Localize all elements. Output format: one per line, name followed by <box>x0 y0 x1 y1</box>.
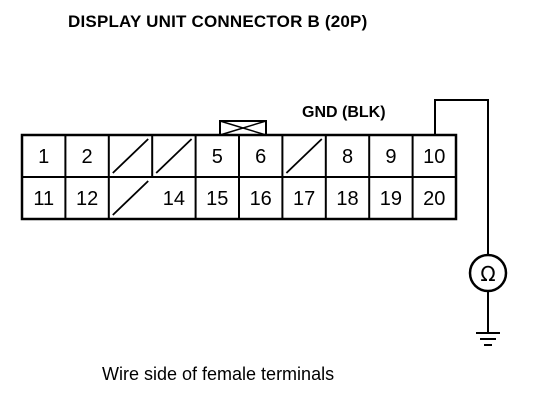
terminal-19: 19 <box>380 188 402 210</box>
empty-cavity-slash <box>155 138 193 174</box>
terminal-1: 1 <box>38 146 49 168</box>
terminal-17: 17 <box>293 188 315 210</box>
empty-cavity-slash <box>112 138 149 174</box>
diagram-caption: Wire side of female terminals <box>102 364 335 384</box>
meter-symbol: Ω <box>480 262 495 286</box>
terminal-2: 2 <box>82 146 93 168</box>
terminal-14: 14 <box>163 188 185 210</box>
terminal-12: 12 <box>76 188 98 210</box>
terminal-15: 15 <box>206 188 228 210</box>
test-wire <box>434 99 489 255</box>
terminal-16: 16 <box>250 188 272 210</box>
terminal-10: 10 <box>423 146 445 168</box>
diagram-title: DISPLAY UNIT CONNECTOR B (20P) <box>68 12 368 31</box>
terminal-5: 5 <box>212 146 223 168</box>
ohmmeter-icon: Ω <box>468 253 508 293</box>
terminal-18: 18 <box>336 188 358 210</box>
ground-icon <box>476 332 500 346</box>
terminal-8: 8 <box>342 146 353 168</box>
connector-lock-tab <box>219 120 267 136</box>
empty-cavity-slash <box>285 138 323 174</box>
terminal-20: 20 <box>423 188 445 210</box>
terminal-11: 11 <box>33 188 54 210</box>
empty-cavity-slash <box>112 180 149 216</box>
wire-label: GND (BLK) <box>302 104 386 121</box>
terminal-6: 6 <box>255 146 266 168</box>
terminal-9: 9 <box>385 146 396 168</box>
